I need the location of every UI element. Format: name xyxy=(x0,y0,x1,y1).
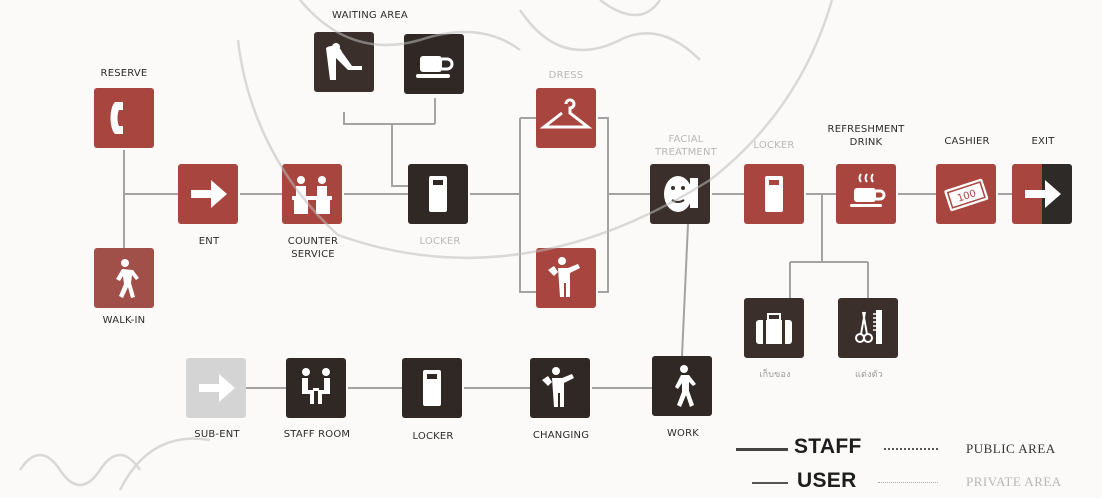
legend-public-area: PUBLIC AREA xyxy=(966,441,1056,456)
telephone-icon xyxy=(94,88,154,148)
label-work: WORK xyxy=(666,428,700,439)
counter-service-icon xyxy=(282,164,342,224)
changing-person-icon xyxy=(536,248,596,308)
legend-private-area: PRIVATE AREA xyxy=(966,474,1062,489)
label-sub-ent: SUB-ENT xyxy=(194,429,240,440)
label-bag-thai: เก็บของ xyxy=(759,370,791,380)
coffee-cup-icon xyxy=(404,34,464,94)
legend-user-line xyxy=(752,482,788,484)
label-refreshment-text: REFRESHMENT DRINK xyxy=(827,124,905,148)
legend-staff-line xyxy=(736,448,788,451)
staff-room-icon xyxy=(286,358,346,418)
legend-private-dots xyxy=(878,482,938,483)
label-counter-service: COUNTER SERVICE xyxy=(282,236,344,261)
label-ent: ENT xyxy=(198,236,220,247)
exit-arrow-icon xyxy=(1012,164,1072,224)
locker-icon xyxy=(408,164,468,224)
banknote-icon: 100 xyxy=(936,164,996,224)
label-facial-text: FACIAL TREATMENT xyxy=(655,134,717,158)
label-changing: CHANGING xyxy=(532,430,590,441)
label-locker-bottom: LOCKER xyxy=(412,431,454,442)
suitcase-icon xyxy=(744,298,804,358)
label-counter-service-text: COUNTER SERVICE xyxy=(287,236,339,260)
hanger-icon xyxy=(536,88,596,148)
label-reserve: RESERVE xyxy=(100,68,148,79)
right-arrow-icon xyxy=(178,164,238,224)
sub-entrance-arrow-icon xyxy=(186,358,246,418)
label-walk-in: WALK-IN xyxy=(102,315,146,326)
worker-walking-icon xyxy=(652,356,712,416)
label-exit: EXIT xyxy=(1031,136,1055,147)
label-locker-top: LOCKER xyxy=(419,236,461,247)
locker-icon xyxy=(744,164,804,224)
label-locker-mid: LOCKER xyxy=(753,140,795,151)
label-refreshment-drink: REFRESHMENT DRINK xyxy=(826,124,906,149)
facial-treatment-icon xyxy=(650,164,710,224)
changing-person-icon xyxy=(530,358,590,418)
label-facial-treatment: FACIAL TREATMENT xyxy=(651,134,721,159)
comb-scissors-icon xyxy=(838,298,898,358)
label-cashier: CASHIER xyxy=(944,136,990,147)
lounge-chair-icon xyxy=(314,32,374,92)
locker-icon xyxy=(402,358,462,418)
label-waiting-area: WAITING AREA xyxy=(332,10,408,21)
label-staff-room: STAFF ROOM xyxy=(283,429,351,440)
legend-public-dots xyxy=(884,448,938,450)
legend-staff: STAFF xyxy=(794,435,862,458)
legend-user: USER xyxy=(797,469,857,492)
label-dress: DRESS xyxy=(548,70,584,81)
hot-drink-icon xyxy=(836,164,896,224)
label-makeup-thai: แต่งตัว xyxy=(855,370,883,380)
walking-person-icon xyxy=(94,248,154,308)
